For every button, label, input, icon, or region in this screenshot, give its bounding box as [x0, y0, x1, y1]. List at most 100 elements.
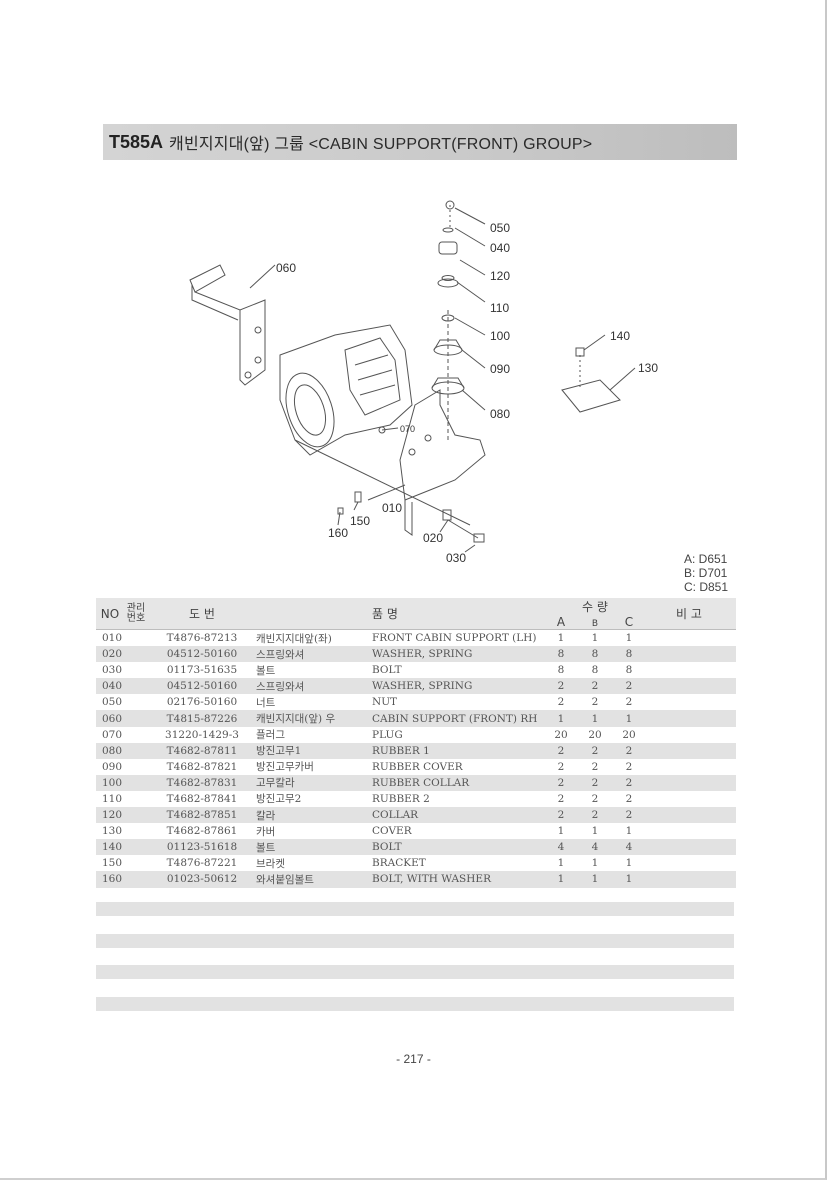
callout-010: 010: [382, 501, 402, 515]
row-qty-b: 1: [591, 857, 599, 870]
empty-row-band: [96, 902, 734, 916]
row-qty-c: 1: [616, 710, 642, 727]
cover-130-drawing: [561, 379, 621, 413]
row-qty-b: 2: [591, 760, 599, 773]
header-qty-c: C: [616, 598, 642, 630]
callout-100: 100: [490, 329, 510, 343]
row-qty-c: 1: [625, 857, 633, 870]
row-name-eng: WASHER, SPRING: [372, 678, 548, 695]
row-qty-b: 2: [574, 774, 616, 791]
row-name-eng: CABIN SUPPORT (FRONT) RH: [372, 710, 548, 727]
row-qty-a: 2: [548, 742, 574, 759]
row-qty-a: 2: [557, 760, 565, 773]
row-qty-c: 2: [616, 807, 642, 824]
row-name-kor: 스프링와셔: [256, 646, 372, 663]
row-remarks: [642, 759, 736, 775]
row-no: 160: [96, 871, 124, 888]
row-mgmt-no: [124, 678, 148, 695]
row-no: 100: [96, 774, 124, 791]
header-name: 품 명: [372, 598, 548, 630]
row-name-kor: 카버: [256, 825, 276, 838]
row-part-no: T4876-87213: [166, 632, 238, 645]
callout-050: 050: [490, 221, 510, 235]
row-part-no: 02176-50160: [166, 696, 238, 709]
row-name-eng: BRACKET: [372, 857, 426, 870]
row-qty-a: 8: [548, 646, 574, 663]
header-remarks: 비 고: [642, 598, 736, 630]
row-qty-c: 1: [625, 825, 633, 838]
row-qty-a: 8: [557, 664, 565, 677]
row-remarks: [642, 807, 736, 824]
header-part-no: 도 번: [148, 598, 256, 630]
row-no: 070: [102, 728, 123, 741]
row-name-kor: 캐빈지지대앞(좌): [256, 632, 332, 645]
row-name-eng: RUBBER 2: [372, 792, 430, 805]
callout-120: 120: [490, 269, 510, 283]
header-mgmt-no: 관리번호: [124, 598, 148, 630]
header-qty-label: 수 량: [582, 600, 608, 614]
row-mgmt-no: [124, 710, 148, 727]
row-mgmt-no: [124, 694, 148, 710]
row-qty-c: 2: [616, 678, 642, 695]
bracket-010-drawing: [399, 389, 486, 501]
row-no: 050: [102, 696, 123, 709]
callout-160: 160: [328, 526, 348, 540]
row-name-kor: 스프링와셔: [256, 678, 372, 695]
row-mgmt-no: [124, 630, 148, 647]
row-part-no: 01173-51635: [166, 664, 238, 677]
row-no: 040: [96, 678, 124, 695]
table-header-row: NO 관리번호 도 번 품 명 A 수 량 B C 비 고: [96, 598, 736, 630]
row-name-eng: COLLAR: [372, 807, 548, 824]
row-qty-b: 20: [588, 728, 602, 741]
row-part-no: 01023-50612: [148, 871, 256, 888]
header-qty: 수 량 B: [574, 598, 616, 630]
row-part-no: T4682-87851: [148, 807, 256, 824]
row-part-no: T4815-87226: [148, 710, 256, 727]
row-qty-a: 1: [557, 825, 565, 838]
header-no: NO: [96, 598, 124, 630]
row-part-no: T4682-87861: [166, 825, 238, 838]
diagram-svg: 050 040 120 110 100 090 080 060 070 010 …: [189, 200, 658, 565]
variant-b: B: D701: [684, 566, 728, 580]
row-mgmt-no: [124, 791, 148, 807]
row-remarks: [642, 710, 736, 727]
row-qty-b: 1: [574, 871, 616, 888]
empty-row-band: [96, 934, 734, 948]
row-part-no: 31220-1429-3: [165, 728, 239, 741]
row-remarks: [642, 646, 736, 663]
row-no: 130: [102, 825, 123, 838]
engine-variant-legend: A: D651 B: D701 C: D851: [684, 552, 728, 594]
row-part-no: 01123-51618: [148, 839, 256, 856]
row-part-no: T4682-87811: [148, 742, 256, 759]
row-name-kor: 방진고무카버: [256, 761, 314, 774]
row-mgmt-no: [124, 823, 148, 839]
empty-row-band: [96, 997, 734, 1011]
row-qty-c: 2: [616, 774, 642, 791]
row-name-kor: 와셔붙임볼트: [256, 871, 372, 888]
row-remarks: [642, 774, 736, 791]
row-name-kor: 방진고무1: [256, 742, 372, 759]
empty-row-band: [96, 965, 734, 979]
group-title: 캐빈지지대(앞) 그룹 <CABIN SUPPORT(FRONT) GROUP>: [169, 136, 593, 153]
callout-020: 020: [423, 531, 443, 545]
row-no: 030: [102, 664, 123, 677]
row-part-no: T4682-87841: [166, 792, 238, 805]
row-qty-a: 1: [548, 871, 574, 888]
header-qty-a: A: [548, 598, 574, 630]
row-mgmt-no: [124, 807, 148, 824]
row-mgmt-no: [124, 759, 148, 775]
row-mgmt-no: [124, 774, 148, 791]
row-remarks: [642, 855, 736, 871]
row-qty-a: 20: [554, 728, 568, 741]
row-qty-b: 8: [574, 646, 616, 663]
